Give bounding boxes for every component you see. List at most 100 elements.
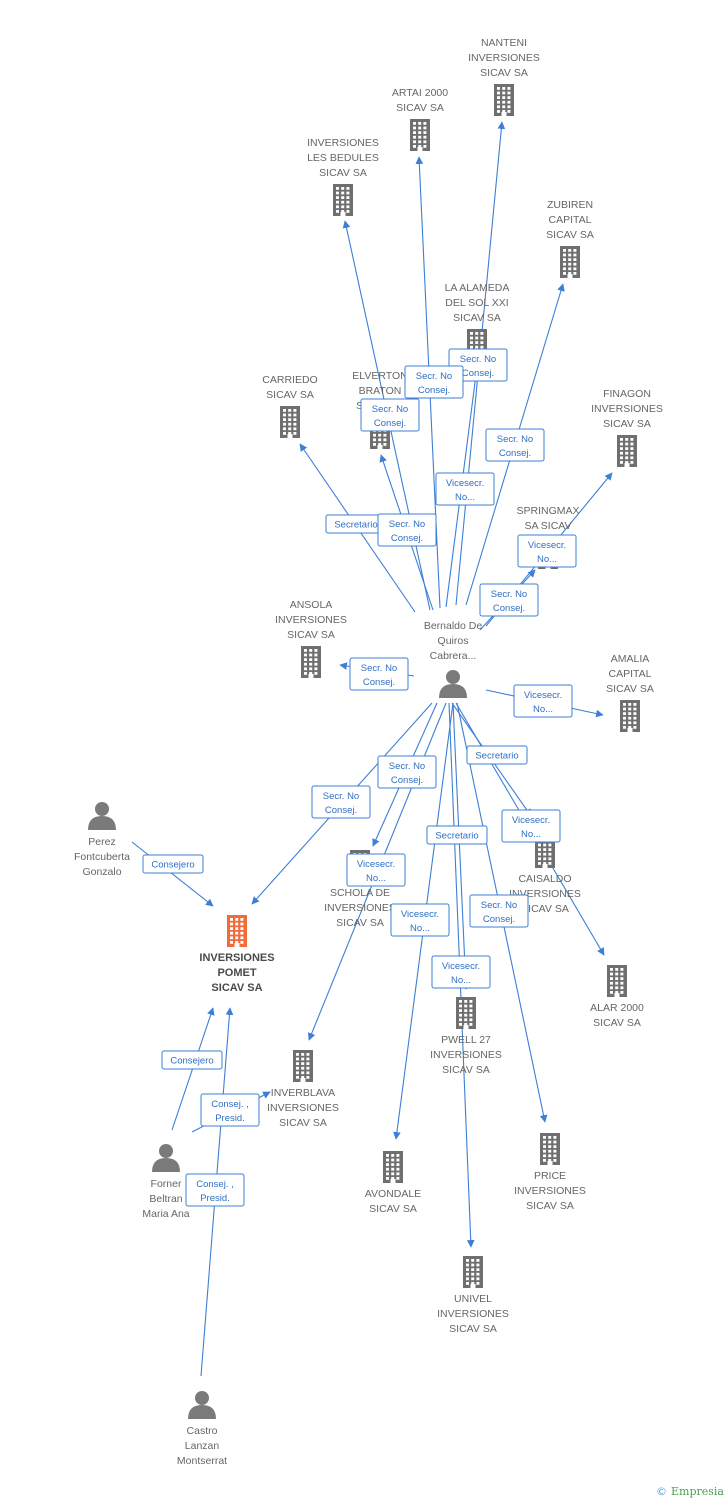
- role-badge-text: Secr. No: [389, 761, 425, 772]
- role-badge-text: Vicesecr.: [357, 859, 395, 870]
- role-badge-text: Consej.: [462, 368, 494, 379]
- role-badge-text: No...: [533, 704, 553, 715]
- role-badge[interactable]: Secr. No Consej.: [311, 785, 371, 819]
- role-badge[interactable]: Vicesecr. No...: [435, 472, 495, 506]
- node-label: Bernaldo De: [424, 620, 483, 632]
- role-badge[interactable]: Secr. No Consej.: [377, 755, 437, 789]
- node-bernaldo[interactable]: Bernaldo DeQuirosCabrera...: [424, 620, 483, 698]
- role-badge-text: Presid.: [200, 1193, 230, 1204]
- role-badge[interactable]: Vicesecr. No...: [346, 853, 406, 887]
- role-badge-text: No...: [521, 829, 541, 840]
- role-badge-text: No...: [537, 554, 557, 565]
- role-badge[interactable]: Consejero: [161, 1050, 223, 1070]
- role-badge-text: No...: [366, 873, 386, 884]
- node-label: AVONDALE: [365, 1188, 421, 1200]
- node-label: SICAV SA: [336, 917, 384, 929]
- role-badge[interactable]: Consejero: [142, 854, 204, 874]
- node-label: SICAV SA: [279, 1117, 327, 1129]
- role-badge-text: Secr. No: [361, 663, 397, 674]
- role-badge[interactable]: Consej. ,Presid.: [185, 1173, 245, 1207]
- node-label: INVERSIONES: [430, 1049, 502, 1061]
- node-label: ANSOLA: [290, 599, 333, 611]
- node-label: ALAR 2000: [590, 1002, 644, 1014]
- role-badge-text: Vicesecr.: [446, 478, 484, 489]
- role-badge-text: No...: [455, 492, 475, 503]
- node-label: BRATON: [359, 385, 402, 397]
- role-badge[interactable]: Vicesecr.No...: [390, 903, 450, 937]
- node-label: INVERSIONES: [275, 614, 347, 626]
- node-label: SICAV SA: [546, 229, 594, 241]
- role-badge[interactable]: Vicesecr.No...: [431, 955, 491, 989]
- node-ansola[interactable]: ANSOLA INVERSIONES SICAV SA: [275, 599, 347, 678]
- node-label: CAPITAL: [549, 214, 592, 226]
- node-label: AMALIA: [611, 653, 650, 665]
- node-label: SCHOLA DE: [330, 887, 390, 899]
- node-label: LES BEDULES: [307, 152, 379, 164]
- role-badge[interactable]: Secretario: [466, 745, 528, 765]
- node-label: Maria Ana: [142, 1208, 189, 1220]
- node-label: Fontcuberta: [74, 851, 130, 863]
- role-badge-text: Secretario: [435, 831, 478, 842]
- footer-brand[interactable]: © Empresia: [656, 1485, 724, 1498]
- node-label: SPRINGMAX: [516, 505, 579, 517]
- node-label: INVERSIONES: [199, 952, 274, 964]
- role-badge[interactable]: Secretario: [325, 514, 387, 534]
- node-label: SA SICAV: [524, 520, 571, 532]
- node-label: Forner: [151, 1178, 182, 1190]
- role-badge-text: Consej.: [483, 914, 515, 925]
- node-label: SICAV SA: [287, 629, 335, 641]
- role-badge[interactable]: Vicesecr.No...: [513, 684, 573, 718]
- node-label: SICAV SA: [593, 1017, 641, 1029]
- role-badge-text: Consej.: [325, 805, 357, 816]
- node-inverblava[interactable]: INVERBLAVA INVERSIONES SICAV SA: [267, 1050, 339, 1129]
- edge-bernaldo-to-pwell: [452, 702, 470, 990]
- node-label: CAISALDO: [518, 873, 571, 885]
- edge-perez-to-pomet: [131, 841, 214, 907]
- copyright-icon: ©: [656, 1485, 667, 1498]
- role-badge[interactable]: Secretario: [426, 825, 488, 845]
- person-icon: [195, 1391, 209, 1405]
- node-label: INVERBLAVA: [271, 1087, 335, 1099]
- role-badge-text: Secretario: [334, 520, 377, 531]
- person-icon: [159, 1144, 173, 1158]
- node-label: Perez: [88, 836, 115, 848]
- node-label: CARRIEDO: [262, 374, 317, 386]
- node-label: INVERSIONES: [267, 1102, 339, 1114]
- role-badge[interactable]: Vicesecr.No...: [517, 534, 577, 568]
- role-badge[interactable]: Consej. ,Presid.: [200, 1093, 260, 1127]
- role-badge[interactable]: Vicesecr. No...: [501, 809, 561, 843]
- role-badge-text: Vicesecr.: [442, 961, 480, 972]
- role-badge-text: Secr. No: [491, 589, 527, 600]
- role-badge-text: Consej.: [499, 448, 531, 459]
- brand-name: Empresia: [671, 1485, 724, 1498]
- node-label: Quiros: [438, 635, 469, 647]
- role-badge-text: Vicesecr.: [512, 815, 550, 826]
- role-badge-text: Consej.: [391, 775, 423, 786]
- role-badge-text: Secr. No: [323, 791, 359, 802]
- person-icon: [446, 670, 460, 684]
